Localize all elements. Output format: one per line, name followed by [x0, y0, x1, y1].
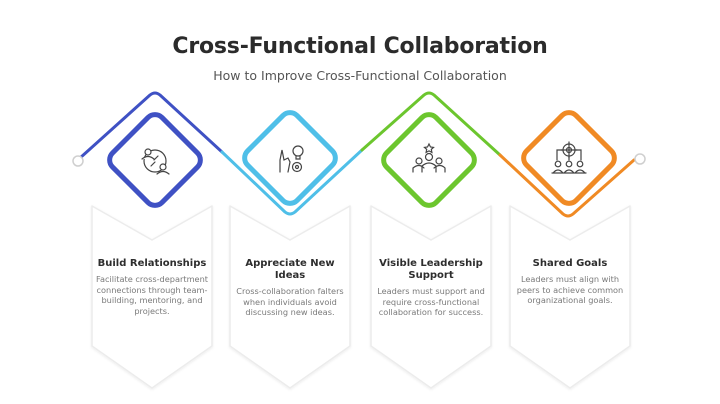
page-subtitle: How to Improve Cross-Functional Collabor…	[213, 68, 507, 83]
step-4-description: Leaders must align with peers to achieve…	[516, 274, 624, 306]
step-1-description: Facilitate cross-department connections …	[96, 274, 208, 316]
leader-team-star-icon	[412, 142, 446, 173]
people-network-icon	[141, 148, 170, 175]
card-4-shape	[509, 205, 631, 389]
step-card-1: Build Relationships Facilitate cross-dep…	[96, 258, 208, 316]
connector-start-dot	[72, 155, 84, 167]
step-1-title: Build Relationships	[97, 258, 207, 269]
step-2-title: Appreciate New Ideas	[245, 258, 335, 281]
page-title: Cross-Functional Collaboration	[172, 34, 548, 59]
step-3-description: Leaders must support and require cross-f…	[377, 286, 485, 318]
step-2-description: Cross-collaboration falters when individ…	[236, 286, 344, 318]
card-1-shape	[91, 205, 213, 389]
card-3-shape	[370, 205, 492, 389]
connector-end-dot	[634, 153, 646, 165]
zigzag-connector	[78, 91, 636, 218]
idea-hand-gear-icon	[279, 145, 304, 173]
target-team-icon	[551, 141, 587, 174]
card-2-shape	[229, 205, 351, 389]
diamond-1	[107, 112, 203, 208]
step-card-2: Appreciate New Ideas Cross-collaboration…	[234, 258, 346, 318]
diamond-2	[242, 110, 338, 206]
step-3-title: Visible Leadership Support	[379, 258, 483, 281]
card-shapes	[91, 205, 631, 389]
step-card-3: Visible Leadership Support Leaders must …	[375, 258, 487, 318]
step-card-4: Shared Goals Leaders must align with pee…	[514, 258, 626, 306]
step-4-title: Shared Goals	[532, 258, 608, 269]
